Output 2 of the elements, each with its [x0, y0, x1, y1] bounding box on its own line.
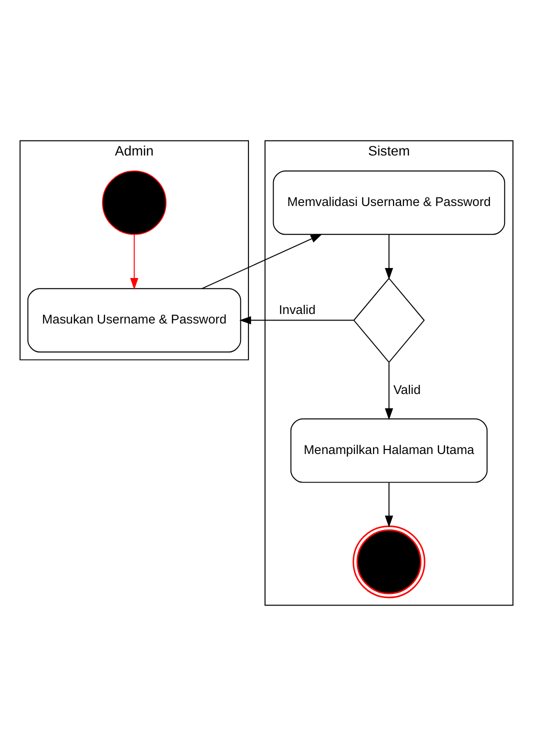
edge-label: Invalid	[278, 302, 316, 317]
edge-label: Valid	[393, 382, 421, 397]
